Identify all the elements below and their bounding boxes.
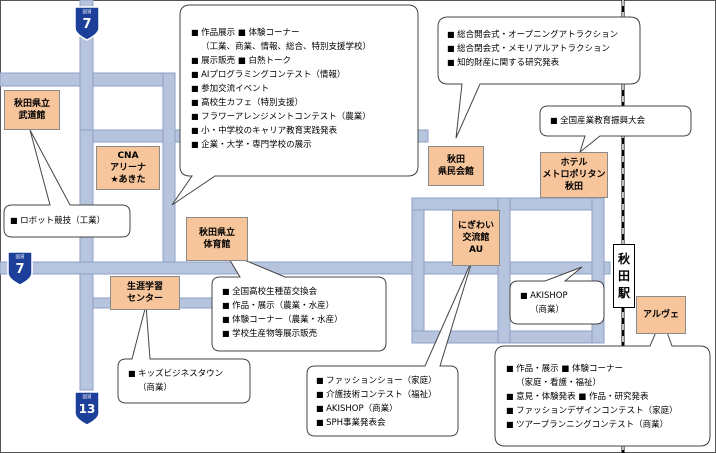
route-shield-number: 13	[79, 402, 96, 416]
callout-nigiwai-line: 介護技術コンテスト（福祉）	[316, 388, 437, 402]
callout-cna-line: 展示販売 ■ 白熱トーク	[191, 54, 371, 68]
venue-kenmin-line2: 県民会館	[437, 167, 474, 177]
callout-hotel-bubble	[539, 105, 692, 154]
callout-budokan-bubble	[3, 129, 131, 238]
venue-hotel: ホテル メトロポリタン 秋田	[540, 152, 608, 198]
venue-budokan-line2: 武道館	[18, 111, 46, 121]
venue-taiikukan: 秋田県立 体育館	[186, 217, 248, 261]
venue-cna-line1: CNA	[117, 151, 139, 161]
callout-cna-line: 小・中学校のキャリア教育実践発表	[191, 124, 371, 138]
route-shield-7-top: 国道 7	[74, 6, 100, 41]
callout-budokan-line: ロボット競技（工業）	[10, 214, 105, 228]
venue-cna-arena: CNA アリーナ ★あきた	[96, 146, 160, 190]
callout-kenmin-line: 総合開会式・オープニングアトラクション	[447, 28, 618, 42]
callout-cna-line: 作品展示 ■ 体験コーナー	[191, 26, 371, 40]
callout-hotel-line: 全国産業教育振興大会	[550, 114, 645, 128]
callout-cna-line: AIプログラミングコンテスト（情報）	[191, 68, 371, 82]
venue-kenmin: 秋田 県民会館	[428, 146, 484, 186]
akita-station: 秋 田 駅	[613, 244, 635, 308]
callout-shogai-line: （商業）	[138, 383, 173, 393]
callout-nigiwai-text: ファッションショー（家庭） 介護技術コンテスト（福祉） AKISHOP（商業） …	[316, 374, 437, 430]
callout-kenmin-line: 知的財産に関する研究発表	[447, 56, 618, 70]
callout-cna-line: （工業、商業、情報、総合、特別支援学校）	[201, 42, 372, 52]
venue-nigiwai-line2: 交流館	[462, 233, 490, 243]
station-char-2: 田	[617, 268, 630, 283]
callout-akishop-line: AKISHOP	[520, 289, 568, 303]
callout-hotel-text: 全国産業教育振興大会	[550, 114, 645, 128]
callout-nigiwai-line: AKISHOP（商業）	[316, 402, 437, 416]
callout-akishop-text: AKISHOP （商業）	[520, 289, 568, 317]
callout-budokan-text: ロボット競技（工業）	[10, 214, 105, 228]
callout-taiikukan-text: 全国高校生種苗交換会 作品・展示（農業・水産） 体験コーナー（農業・水産） 学校…	[222, 285, 343, 341]
venue-alve-label: アルヴェ	[643, 310, 679, 320]
callout-alve-line: （家庭・看護・福祉）	[516, 378, 602, 388]
route-shield-header: 国道	[83, 8, 92, 15]
venue-taiikukan-line1: 秋田県立	[198, 228, 235, 238]
callout-nigiwai-line: SPH事業発表会	[316, 416, 437, 430]
road-route13-vertical	[79, 129, 94, 391]
callout-cna-line: 参加交流イベント	[191, 82, 371, 96]
callout-alve-line: ツアープランニングコンテスト（商業）	[506, 418, 678, 432]
callout-cna-line: 企業・大学・専門学校の展示	[191, 138, 371, 152]
callout-shogai-line: キッズビジネスタウン	[128, 367, 223, 381]
venue-cna-line3: ★あきた	[110, 175, 146, 185]
callout-akishop-line: （商業）	[530, 305, 565, 315]
road-cna-vertical	[162, 72, 176, 274]
venue-nigiwai: にぎわい 交流館 AU	[452, 210, 500, 266]
callout-taiikukan-line: 全国高校生種苗交換会	[222, 285, 343, 299]
venue-shogai-line2: センター	[126, 294, 163, 304]
venue-hotel-line1: ホテル	[560, 158, 588, 168]
road-grid-mid-vertical	[497, 197, 511, 344]
venue-budokan-line1: 秋田県立	[13, 99, 50, 109]
venue-nigiwai-line1: にぎわい	[457, 221, 494, 231]
route-shield-header: 国道	[16, 253, 25, 260]
road-main-east-west	[0, 261, 611, 275]
callout-alve-line: 作品・展示 ■ 体験コーナー	[506, 362, 678, 376]
venue-cna-line2: アリーナ	[109, 163, 146, 173]
road-kenmin-vertical	[411, 197, 425, 344]
venue-nigiwai-line3: AU	[469, 245, 483, 255]
route-shield-13: 国道 13	[74, 391, 100, 426]
callout-alve-line: 意見・体験発表 ■ 作品・研究発表	[506, 390, 678, 404]
callout-kenmin-text: 総合開会式・オープニングアトラクション 総合閉会式・メモリアルアトラクション 知…	[447, 28, 618, 70]
venue-kenmin-line1: 秋田	[446, 155, 465, 165]
route-shield-header: 国道	[83, 393, 92, 400]
station-char-3: 駅	[617, 285, 630, 300]
venue-hotel-line2: メトロポリタン	[542, 170, 606, 180]
route-shield-number: 7	[82, 17, 91, 32]
callout-kenmin-line: 総合閉会式・メモリアルアトラクション	[447, 42, 618, 56]
callout-cna-line: 高校生カフェ（特別支援）	[191, 96, 371, 110]
callout-shogai-text: キッズビジネスタウン （商業）	[128, 367, 223, 395]
callout-taiikukan-line: 作品・展示（農業・水産）	[222, 299, 343, 313]
venue-taiikukan-line2: 体育館	[203, 240, 231, 250]
callout-alve-text: 作品・展示 ■ 体験コーナー （家庭・看護・福祉） 意見・体験発表 ■ 作品・研…	[506, 362, 678, 432]
callout-taiikukan-line: 学校生産物等展示販売	[222, 327, 343, 341]
route-shield-7-west: 国道 7	[7, 251, 33, 286]
station-char-1: 秋	[617, 251, 630, 266]
venue-shogai: 生涯学習 センター	[110, 276, 180, 310]
route-shield-number: 7	[15, 262, 24, 277]
callout-taiikukan-line: 体験コーナー（農業・水産）	[222, 313, 343, 327]
callout-nigiwai-line: ファッションショー（家庭）	[316, 374, 437, 388]
venue-alve: アルヴェ	[636, 296, 686, 334]
callout-cna-text: 作品展示 ■ 体験コーナー （工業、商業、情報、総合、特別支援学校） 展示販売 …	[191, 26, 371, 152]
venue-shogai-line1: 生涯学習	[126, 282, 163, 292]
callout-cna-line: フラワーアレンジメントコンテスト（農業）	[191, 110, 371, 124]
venue-budokan: 秋田県立 武道館	[4, 90, 60, 130]
venue-hotel-line3: 秋田	[564, 182, 583, 192]
callout-alve-line: ファッションデザインコンテスト（家庭）	[506, 404, 678, 418]
